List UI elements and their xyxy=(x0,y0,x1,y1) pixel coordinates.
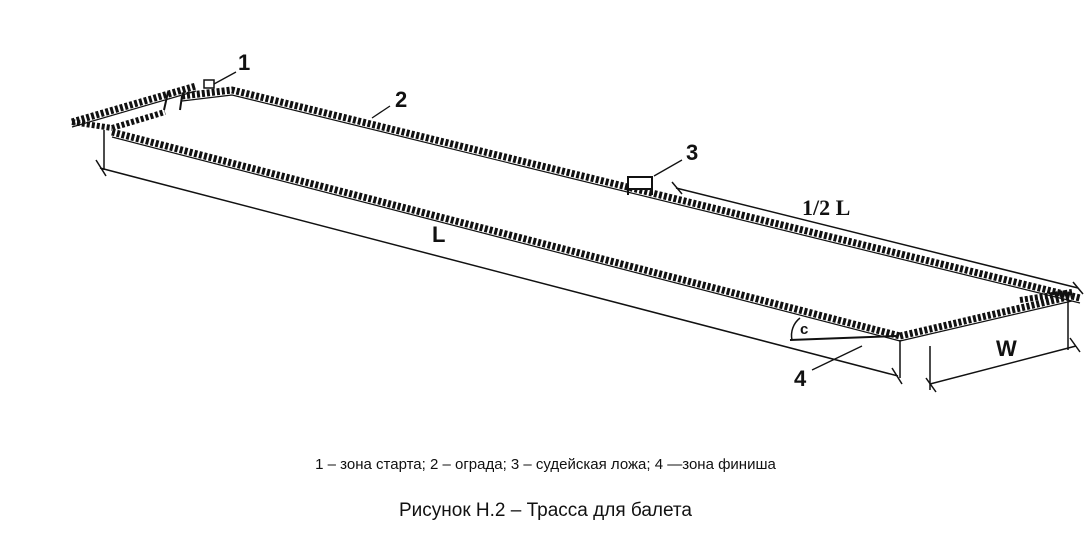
label-half-length: 1/2 L xyxy=(802,195,850,220)
label-angle: c xyxy=(800,321,808,338)
label-1: 1 xyxy=(238,50,250,75)
width-dimension xyxy=(925,337,1081,393)
label-4: 4 xyxy=(794,366,807,391)
label-2: 2 xyxy=(395,87,407,112)
leader-lines xyxy=(213,71,863,371)
judges-box xyxy=(627,176,653,195)
label-length: L xyxy=(432,222,445,247)
figure-caption: Рисунок Н.2 – Трасса для балета xyxy=(399,500,692,521)
legend: 1 – зона старта; 2 – ограда; 3 – судейск… xyxy=(315,456,776,473)
half-length-dimension xyxy=(671,181,1084,295)
fence-front xyxy=(111,128,901,342)
start-zone-marker xyxy=(203,79,215,89)
ballet-track-diagram: 1 2 3 4 1/2 L L W c xyxy=(71,50,1084,393)
length-dimension xyxy=(95,159,903,385)
label-width: W xyxy=(996,336,1017,361)
finish-zone xyxy=(789,317,897,341)
fence-finish xyxy=(899,289,1073,350)
fence-start xyxy=(71,82,197,131)
fence-back xyxy=(181,86,1081,304)
label-3: 3 xyxy=(686,140,698,165)
